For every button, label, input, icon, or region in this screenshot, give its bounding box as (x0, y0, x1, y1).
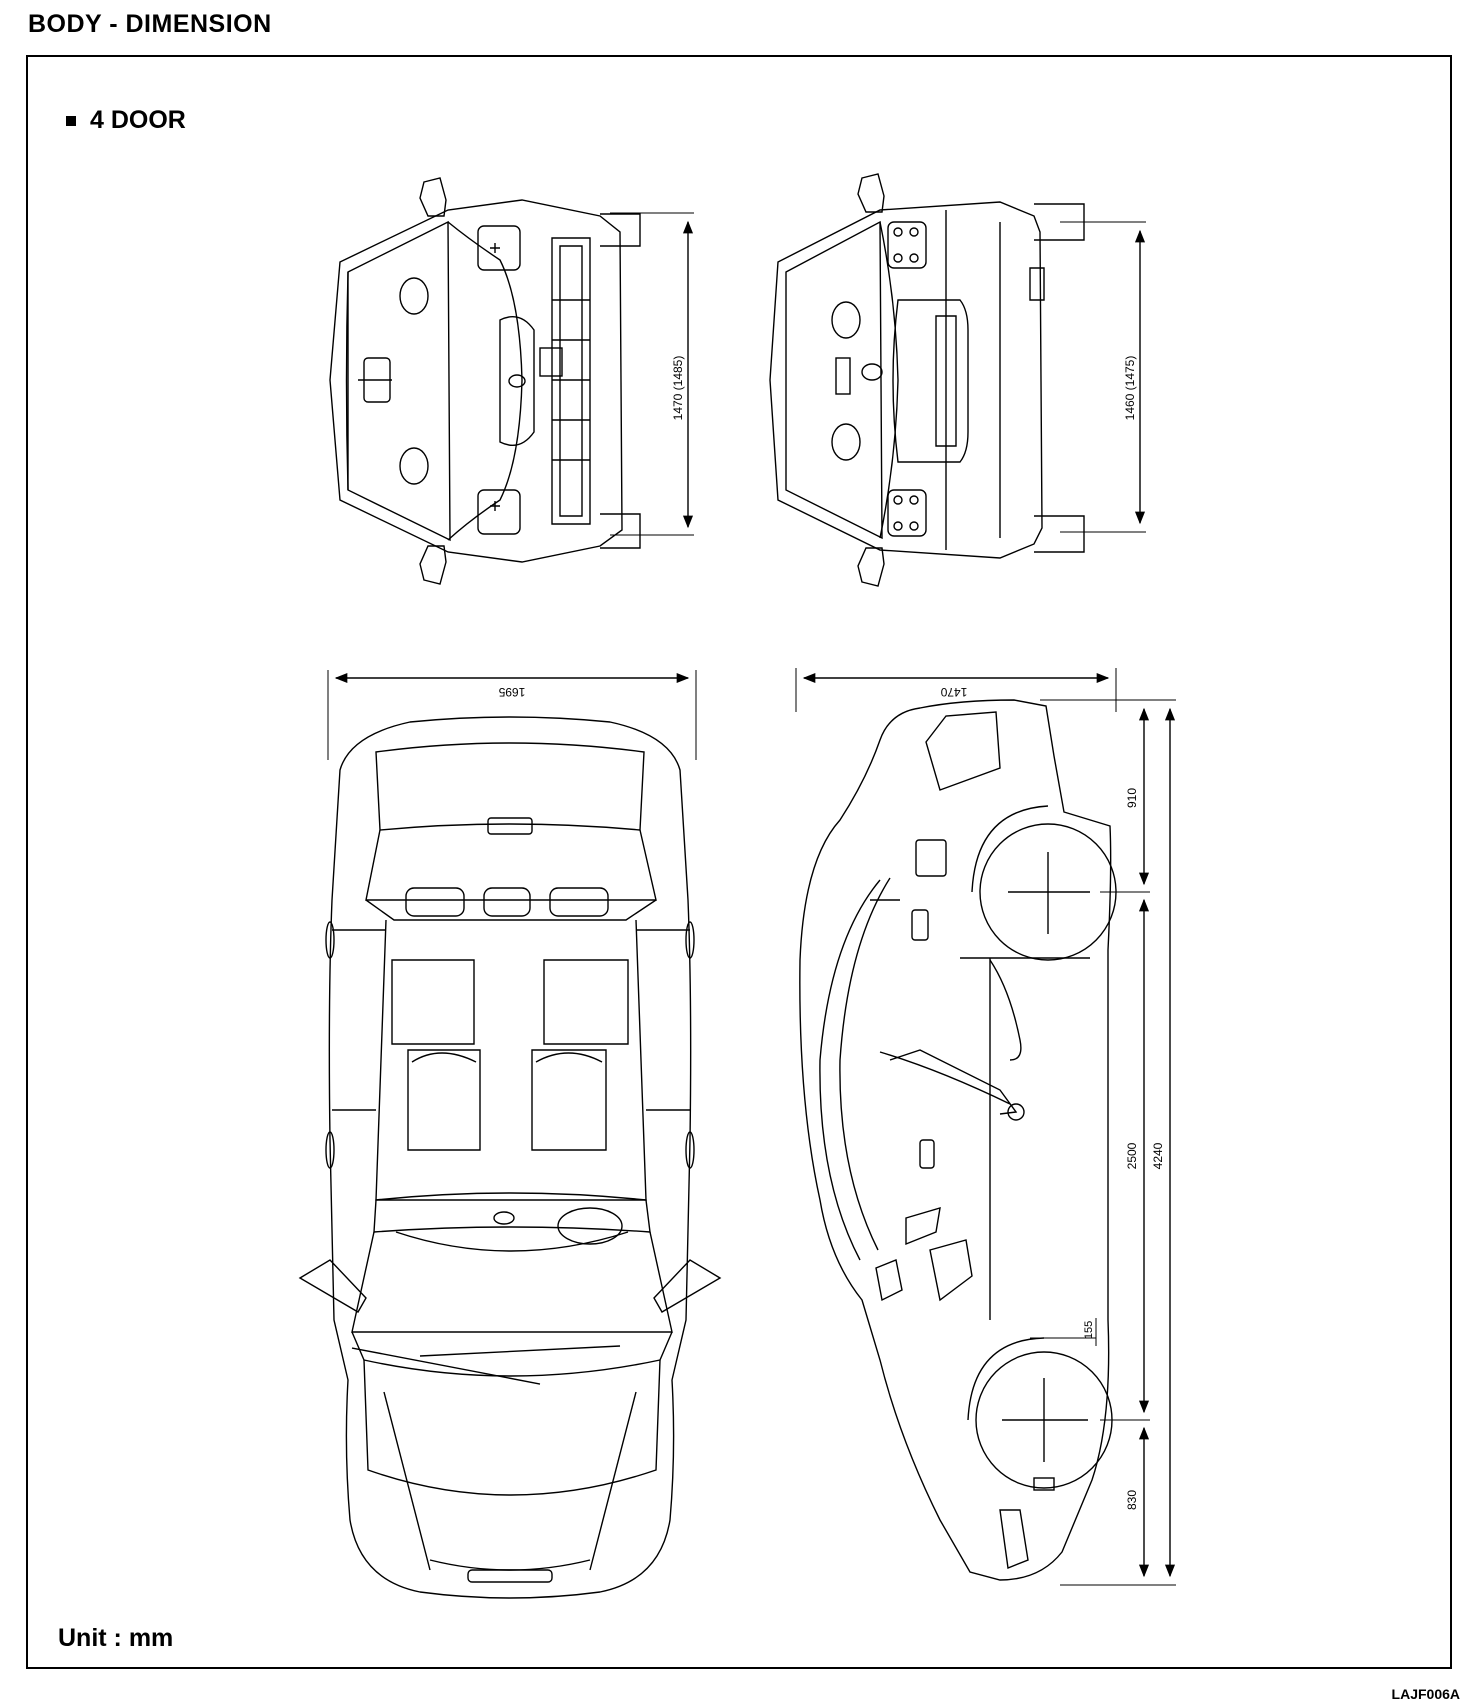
front-view-drawing (329, 177, 641, 585)
front-track-value: 1470 (1485) (671, 356, 685, 421)
front-overhang-value: 910 (1125, 788, 1139, 808)
square-bullet-icon (66, 116, 76, 127)
overall-width-value: 1695 (498, 685, 525, 699)
page-title: BODY - DIMENSION (28, 10, 272, 38)
unit-label: Unit : mm (58, 1624, 174, 1652)
section-label: 4 DOOR (66, 106, 186, 135)
drawing-frame (26, 55, 1452, 1669)
overall-width-dimension: 1695 (327, 670, 697, 760)
side-view-drawing (799, 699, 1117, 1581)
rear-view-drawing (769, 173, 1085, 587)
rear-track-value: 1460 (1475) (1123, 356, 1137, 421)
rear-track-dimension: 1460 (1475) (1060, 221, 1146, 533)
roof-length-value: 1470 (940, 685, 967, 699)
side-view-dimensions: 1470 910 2500 4240 830 155 (795, 668, 1176, 1586)
overall-length-value: 4240 (1151, 1142, 1165, 1169)
ground-clearance-value: 155 (1083, 1321, 1095, 1339)
front-track-dimension: 1470 (1485) (610, 212, 694, 536)
figure-code: LAJF006A (1391, 1686, 1460, 1702)
rear-overhang-value: 830 (1125, 1490, 1139, 1510)
section-label-text: 4 DOOR (90, 106, 186, 134)
top-view-drawing (298, 716, 722, 1599)
wheelbase-value: 2500 (1125, 1142, 1139, 1169)
